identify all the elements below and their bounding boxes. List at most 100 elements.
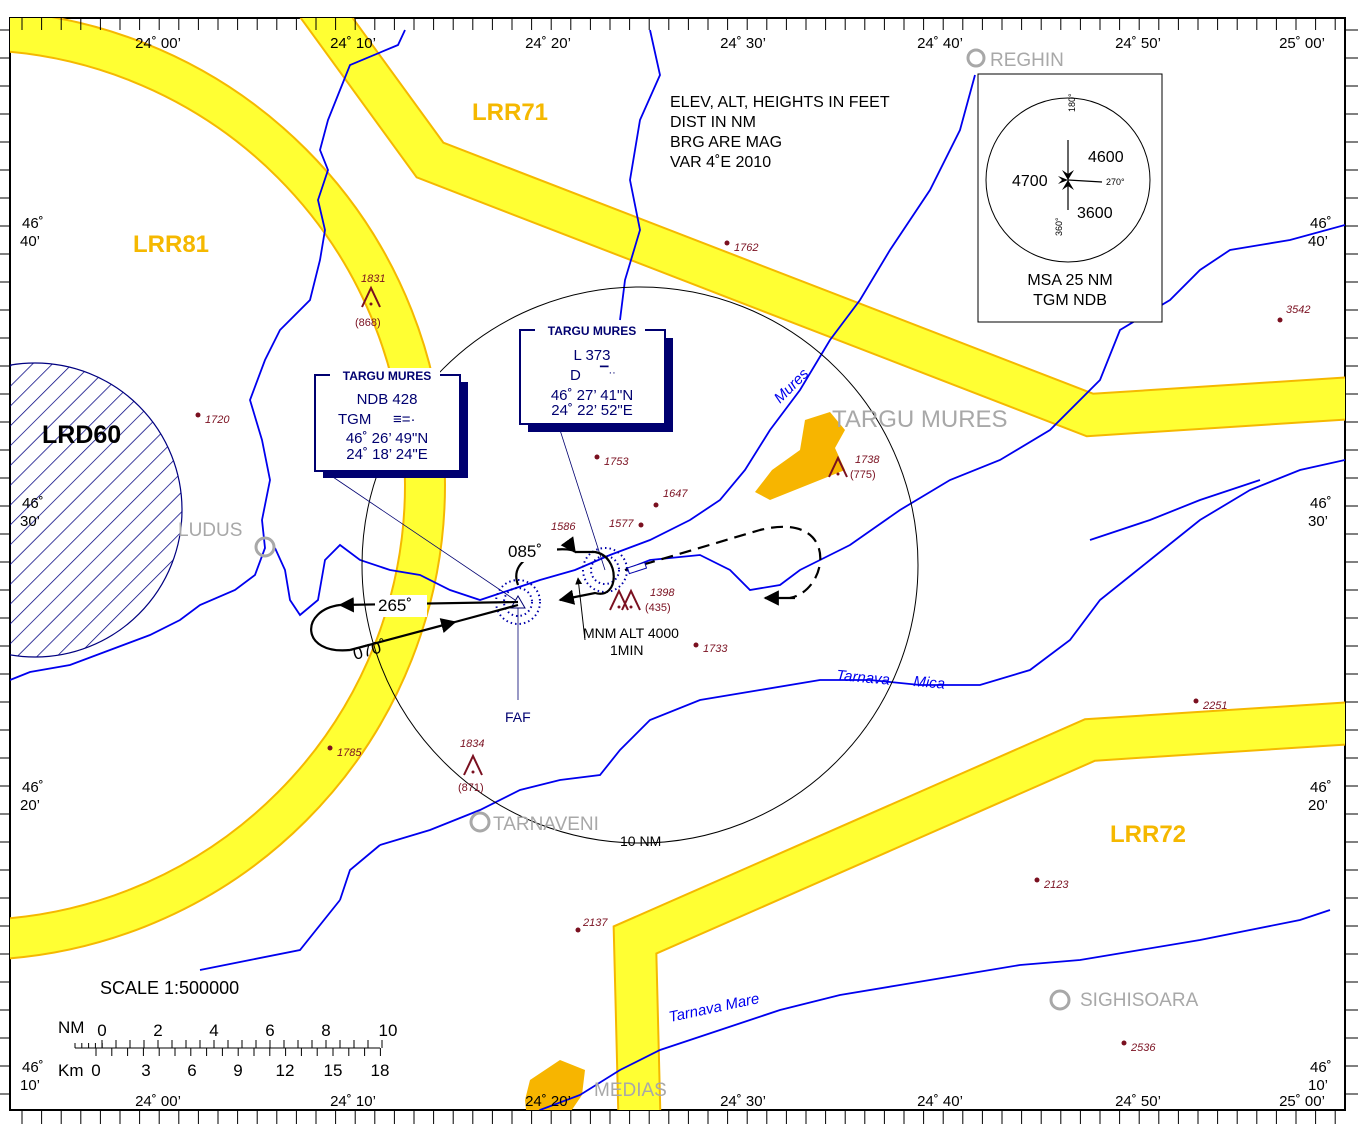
river-label-mica: Mica (913, 673, 946, 693)
scale-nm-tick: 6 (265, 1021, 274, 1040)
scale-km-label: Km (58, 1061, 84, 1080)
scale-nm-tick: 0 (97, 1021, 106, 1040)
latitude-min: 10’ (20, 1077, 40, 1094)
latitude-min: 30’ (20, 513, 40, 530)
scale-bar: SCALE 1:500000 NM Km 0 2 4 6 8 10 0 3 6 … (58, 978, 397, 1080)
border-ticks (0, 18, 1358, 1124)
longitude-label: 24˚ 10’ (330, 35, 376, 52)
latitude-min-right: 30’ (1308, 513, 1328, 530)
longitude-label: 24˚ 50’ (1115, 35, 1161, 52)
bearing-label-265: 265˚ (378, 596, 412, 615)
longitude-label: 24˚ 30’ (720, 35, 766, 52)
locator-frequency: L 373 (574, 347, 611, 364)
ndb-longitude: 24˚ 18’ 24"E (346, 446, 428, 463)
town-circle-icon (469, 811, 491, 833)
scale-km-tick: 3 (141, 1061, 150, 1080)
elevation-label: 1831 (361, 273, 385, 285)
latitude-min-right: 10’ (1308, 1077, 1328, 1094)
town-area-medias (525, 1060, 585, 1110)
airspace-label-lrr72: LRR72 (1110, 821, 1186, 848)
elevation-label: 3542 (1286, 304, 1310, 316)
holding-pattern (310, 525, 822, 652)
ndb-latitude: 46˚ 26’ 49"N (346, 430, 428, 447)
longitude-label: 24˚ 40’ (917, 35, 963, 52)
locator-longitude: 24˚ 22’ 52"E (551, 402, 633, 419)
elevation-label: 1834 (460, 738, 484, 750)
scale-km-tick: 9 (233, 1061, 242, 1080)
elevation-label: 1647 (663, 488, 688, 500)
airspace-label-lrr81: LRR81 (133, 231, 209, 258)
elevation-label: 2123 (1043, 879, 1069, 891)
locator-latitude: 46˚ 27’ 41"N (551, 387, 633, 404)
elevation-label: 1398 (650, 587, 675, 599)
ndb-morse: ≡=· (393, 411, 416, 428)
scale-km-tick: 18 (371, 1061, 390, 1080)
danger-area-lrd60 (10, 362, 183, 658)
note-variation: VAR 4˚E 2010 (670, 154, 771, 171)
town-circle-icon (1049, 989, 1071, 1011)
scale-nm-label: NM (58, 1018, 84, 1037)
town-circle-icon (966, 48, 986, 68)
scale-km-tick: 0 (91, 1061, 100, 1080)
latitude-min-right: 40’ (1308, 233, 1328, 250)
latitude-deg: 46˚ (22, 779, 44, 796)
town-label-reghin: REGHIN (990, 50, 1064, 71)
town-label-ludus: LUDUS (178, 520, 242, 541)
elevation-label: 2251 (1202, 700, 1227, 712)
town-label-targu-mures: TARGU MURES (832, 406, 1008, 433)
town-circle-icon (254, 536, 276, 558)
latitude-deg: 46˚ (22, 215, 44, 232)
elevation-label: 1762 (734, 242, 758, 254)
scale-title: SCALE 1:500000 (100, 978, 239, 998)
longitude-label-bottom: 24˚ 00’ (135, 1093, 181, 1110)
note-distance: DIST IN NM (670, 114, 756, 131)
msa-sector-west: 4700 (1012, 173, 1048, 190)
msa-navaid: TGM NDB (1033, 292, 1107, 309)
town-label-medias: MEDIAS (594, 1080, 667, 1101)
latitude-deg-right: 46˚ (1310, 1059, 1332, 1076)
spot-elevation-points (195, 240, 1283, 1046)
river-label-tarnava: Tarnava (836, 667, 891, 689)
longitude-label-bottom: 24˚ 20’ (525, 1093, 571, 1110)
msa-bearing-270: 270° (1106, 177, 1125, 187)
latitude-deg-right: 46˚ (1310, 495, 1332, 512)
ring-10nm (361, 286, 919, 844)
msa-bearing-360: 360° (1054, 217, 1064, 236)
longitude-label-bottom: 25˚ 00’ (1279, 1093, 1325, 1110)
town-area-targu-mures (755, 412, 845, 500)
elevation-label: 2536 (1130, 1042, 1156, 1054)
latitude-min: 20’ (20, 797, 40, 814)
locator-ident: D (570, 367, 581, 384)
msa-box: 4600 4700 3600 180° 270° 360° MSA 25 NM … (977, 73, 1163, 323)
scale-nm-tick: 10 (379, 1021, 398, 1040)
latitude-deg-right: 46˚ (1310, 215, 1332, 232)
longitude-label-bottom: 24˚ 50’ (1115, 1093, 1161, 1110)
note-units: ELEV, ALT, HEIGHTS IN FEET (670, 94, 890, 111)
longitude-label: 25˚ 00’ (1279, 35, 1325, 52)
longitude-label-bottom: 24˚ 30’ (720, 1093, 766, 1110)
ndb-info-box: TARGU MURES NDB 428 TGM ≡=· 46˚ 26’ 49"N… (314, 368, 468, 478)
msa-sector-north: 4600 (1088, 149, 1124, 166)
longitude-label-bottom: 24˚ 10’ (330, 1093, 376, 1110)
ring-distance-label: 10 NM (620, 833, 661, 849)
latitude-deg: 46˚ (22, 1059, 44, 1076)
locator-header: TARGU MURES (548, 324, 636, 338)
latitude-min-right: 20’ (1308, 797, 1328, 814)
town-label-tarnaveni: TARNAVENI (493, 814, 599, 835)
airspace-label-lrd60: LRD60 (42, 421, 121, 449)
airspace-label-lrr71: LRR71 (472, 99, 548, 126)
scale-nm-tick: 2 (153, 1021, 162, 1040)
latitude-min: 40’ (20, 233, 40, 250)
scale-km-tick: 15 (324, 1061, 343, 1080)
latitude-deg: 46˚ (22, 495, 44, 512)
mnm-altitude: MNM ALT 4000 (583, 625, 679, 641)
scale-km-tick: 6 (187, 1061, 196, 1080)
locator-info-box: TARGU MURES L 373 D ▔·· 46˚ 27’ 41"N 24˚… (519, 324, 673, 432)
elevation-height: (868) (355, 317, 381, 329)
holding-time: 1MIN (610, 642, 643, 658)
elevation-label: 1586 (551, 521, 576, 533)
elevation-label: 1785 (337, 747, 362, 759)
elevation-label: 1733 (703, 643, 728, 655)
